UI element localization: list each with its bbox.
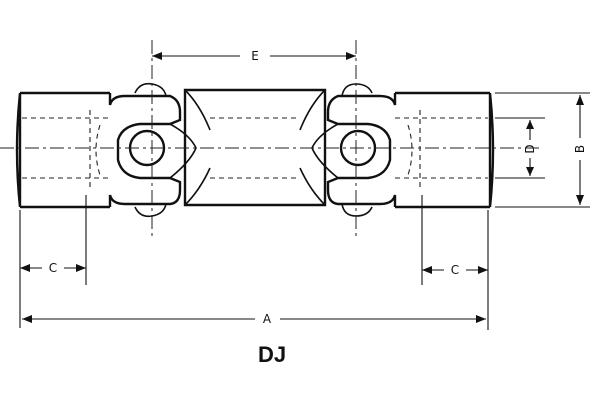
dimension-c-right: C xyxy=(421,195,489,330)
dimension-c-left-label: C xyxy=(49,261,57,275)
center-lines xyxy=(0,40,540,240)
hidden-lines xyxy=(22,110,488,190)
dimension-b-label: B xyxy=(573,145,587,153)
dimension-c-right-label: C xyxy=(451,263,459,277)
joint-body xyxy=(15,88,495,209)
dimension-a-label: A xyxy=(263,312,272,326)
model-label: DJ xyxy=(258,342,286,367)
left-yoke xyxy=(108,82,197,218)
dimension-c-left: C xyxy=(19,195,87,300)
dimension-d: D xyxy=(495,117,545,179)
dimension-d-label: D xyxy=(523,144,537,153)
dimension-e-label: E xyxy=(251,49,259,63)
dimension-e: E xyxy=(152,49,356,63)
dimension-b: B xyxy=(495,92,590,208)
dimension-a: A xyxy=(19,300,486,328)
